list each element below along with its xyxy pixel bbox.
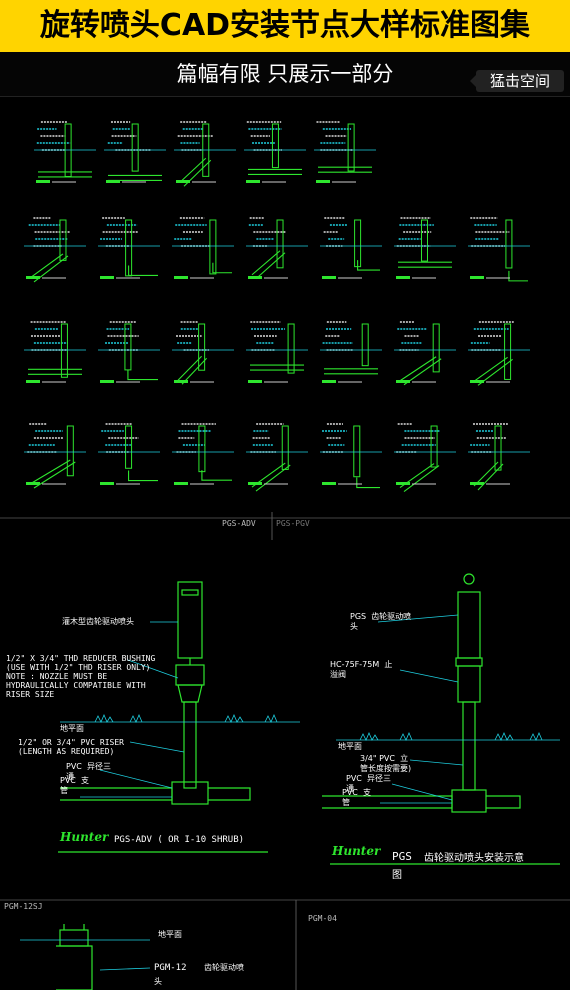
overview-thumbnail [320, 423, 382, 489]
overview-sheet-label-2: PGS-PGV [276, 519, 310, 528]
bottom-left-head [59, 929, 89, 947]
bottom-left-sheet-label: PGM-12SJ [4, 902, 43, 911]
left-caption: PGS-ADV ( OR I-10 SHRUB) [114, 835, 245, 845]
left-pipe-label: PVC 支 管 [60, 776, 89, 795]
overview-thumbnail [172, 321, 234, 385]
right-caption-text: 齿轮驱动喷头安装示意 [424, 853, 524, 864]
right-valve-label: HC-75F-75M 止 溢阀 [330, 660, 393, 679]
overview-thumbnail [34, 121, 96, 183]
overview-thumbnail [246, 321, 308, 383]
overview-thumbnail [246, 423, 308, 492]
bottom-left-head-text: 齿轮驱动喷 [204, 963, 244, 972]
left-riser-label: 1/2" OR 3/4" PVC RISER (LENGTH AS REQUIR… [18, 738, 124, 756]
overview-thumbnail [468, 423, 530, 491]
right-ground-label: 地平面 [338, 742, 362, 751]
left-hunter-logo: Hunter [60, 830, 109, 844]
right-riser-label: 3/4" PVC 立 管长度按需要) [360, 754, 412, 773]
left-tee [171, 781, 209, 805]
overview-thumbnail [98, 423, 160, 485]
bottom-right-sheet-label: PGM-04 [308, 914, 337, 923]
bottom-left-ground-label: 地平面 [158, 930, 182, 939]
overview-sheet-label-1: PGS-ADV [222, 519, 256, 528]
bottom-left-detail [56, 924, 93, 990]
overview-thumbnail [172, 423, 234, 485]
overview-thumbnail [172, 217, 234, 279]
right-tee [451, 789, 487, 813]
right-hunter-logo: Hunter [332, 844, 381, 858]
bottom-left-head-tail: 头 [154, 977, 162, 986]
right-tee-label: PVC 异径三 通 [346, 774, 391, 793]
overview-thumbnail [104, 121, 166, 183]
left-sprinkler-detail [60, 581, 251, 805]
overview-thumbnail [98, 321, 160, 383]
right-sprinkler-head [457, 591, 481, 659]
right-caption-tail: 图 [392, 870, 402, 881]
overview-thumbnail [320, 217, 382, 279]
overview-thumbnail [468, 321, 530, 386]
overview-thumbnail [246, 217, 308, 280]
overview-thumbnail [24, 423, 86, 489]
overview-thumbnail [468, 217, 530, 282]
right-caption-code: PGS [392, 850, 412, 863]
right-head-label: PGS 齿轮驱动喷 头 [350, 612, 412, 631]
jump-space-badge[interactable]: 猛击空间 [470, 70, 564, 92]
left-tee-label: PVC 异径三 通 [66, 762, 111, 781]
overview-thumbnail [314, 121, 376, 183]
page-title: 旋转喷头CAD安装节点大样标准图集 [39, 8, 531, 43]
overview-thumbnail [394, 423, 456, 493]
overview-thumbnail [244, 121, 306, 183]
right-check-valve [457, 665, 481, 703]
right-pipe-label: PVC 支 管 [342, 788, 371, 807]
left-bushing-label: 1/2" X 3/4" THD REDUCER BUSHING (USE WIT… [6, 654, 156, 699]
page-subtitle: 篇幅有限 只展示一部分 [176, 62, 394, 86]
left-ground-label: 地平面 [60, 724, 84, 733]
bottom-left-head-code: PGM-12 [154, 963, 187, 973]
overview-thumbnail [24, 321, 86, 383]
left-head-label: 灌木型齿轮驱动喷头 [62, 617, 134, 626]
overview-thumbnail [394, 321, 456, 386]
overview-thumbnail [320, 321, 382, 383]
overview-thumbnail [24, 217, 86, 283]
title-banner [0, 0, 570, 52]
overview-thumbnail [394, 217, 456, 279]
overview-thumbnail [174, 121, 236, 187]
right-sprinkler-detail [322, 573, 521, 813]
overview-thumbnail [98, 217, 160, 279]
